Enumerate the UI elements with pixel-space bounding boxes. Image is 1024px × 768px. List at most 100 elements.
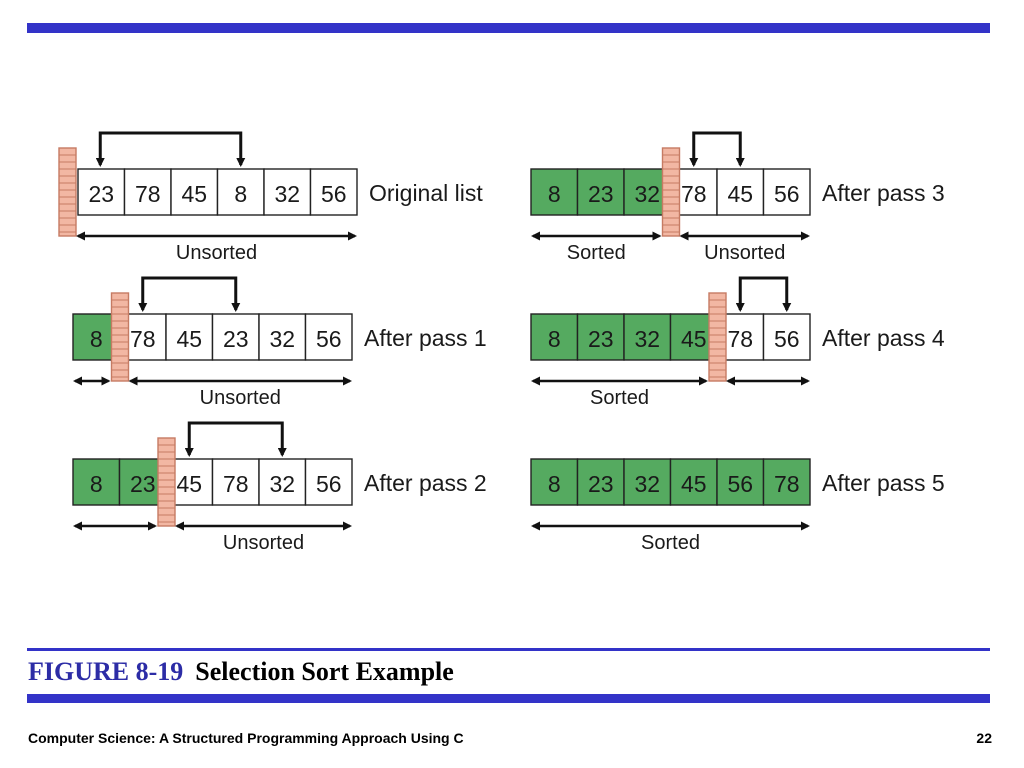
sorted-cell [576,168,625,216]
swap-arrow [735,276,792,312]
cell-value: 78 [681,181,707,207]
unsorted-cell [123,168,172,216]
cell-value: 23 [588,326,614,352]
sorted-cell [576,313,625,361]
cell-value: 45 [176,471,202,497]
pass-label: Original list [369,180,483,206]
cell-value: 32 [634,181,660,207]
cell-value: 45 [181,181,207,207]
swap-arrow [95,131,246,167]
wall-divider [110,292,130,382]
sorted-cell [762,458,811,506]
cell-value: 56 [774,181,800,207]
pass-row: 8 78 45 23 32 56 After pass 1 Unsorted [72,276,487,409]
cell-value: 32 [634,471,660,497]
caption-rule-bottom [27,694,990,703]
cell-value: 78 [727,326,753,352]
unsorted-range-label: Unsorted [223,532,304,554]
wall-divider [708,292,727,382]
unsorted-range-label: Unsorted [200,387,281,409]
unsorted-cell [263,168,312,216]
cell-value: 56 [727,471,753,497]
cell-value: 8 [234,181,247,207]
cell-value: 56 [321,181,347,207]
cell-value: 32 [269,471,295,497]
sorted-range-label: Sorted [567,242,626,264]
unsorted-cell [716,168,765,216]
cell-value: 78 [135,181,161,207]
swap-arrow [689,131,745,167]
pass-label: After pass 3 [822,180,945,206]
cell-value: 32 [274,181,300,207]
cell-value: 23 [223,326,249,352]
cell-value: 32 [269,326,295,352]
sorted-cell [530,458,579,506]
cell-value: 32 [634,326,660,352]
sorted-range-label: Sorted [641,532,700,554]
unsorted-cell [762,168,811,216]
cell-value: 23 [588,471,614,497]
pass-row: 8 23 45 78 32 56 After pass 2 Unsorted [72,421,487,554]
cell-value: 45 [681,326,707,352]
unsorted-cell [304,458,353,506]
top-rule [27,23,990,33]
unsorted-range-label: Unsorted [176,242,257,264]
wall-divider [157,437,176,527]
pass-row: 8 23 32 78 45 56 After pass 3 Sorted Unsorted [530,131,945,264]
caption-rule-top [27,648,990,651]
cell-value: 23 [588,181,614,207]
cell-value: 56 [316,326,342,352]
sorted-cell [530,313,579,361]
pass-label: After pass 4 [822,325,945,351]
cell-value: 8 [90,326,103,352]
wall-divider [58,147,77,237]
sorted-cell [72,458,121,506]
pass-row: 8 23 32 45 56 78 After pass 5 Sorted [530,458,945,554]
cell-value: 8 [548,181,561,207]
sorted-range-label: Sorted [590,387,649,409]
cell-value: 56 [774,326,800,352]
cell-value: 23 [88,181,114,207]
cell-value: 45 [176,326,202,352]
cell-value: 8 [548,326,561,352]
cell-value: 23 [130,471,156,497]
pass-label: After pass 1 [364,325,487,351]
unsorted-cell [309,168,358,216]
page-number: 22 [976,730,992,746]
unsorted-cell [77,168,126,216]
sorted-cell [530,168,579,216]
figure-number: FIGURE 8-19 [28,657,184,686]
unsorted-cell [216,168,265,216]
unsorted-range-label: Unsorted [704,242,785,264]
footer-course-title: Computer Science: A Structured Programmi… [28,730,464,746]
swap-arrow [184,421,287,457]
unsorted-cell [258,458,307,506]
cell-value: 8 [90,471,103,497]
swap-arrow [138,276,241,312]
unsorted-cell [165,313,214,361]
wall-divider [661,147,681,237]
unsorted-cell [304,313,353,361]
pass-label: After pass 2 [364,470,487,496]
cell-value: 78 [223,471,249,497]
figure-title: Selection Sort Example [195,657,454,686]
cell-value: 78 [130,326,156,352]
cell-value: 56 [316,471,342,497]
pass-row: 8 23 32 45 78 56 After pass 4 Sorted [530,276,945,409]
sorted-cell [669,458,718,506]
unsorted-cell [762,313,811,361]
sorted-cell [716,458,765,506]
sorted-cell [576,458,625,506]
cell-value: 78 [774,471,800,497]
unsorted-cell [211,458,260,506]
sorted-cell [623,458,672,506]
unsorted-cell [211,313,260,361]
cell-value: 8 [548,471,561,497]
sorted-cell [623,313,672,361]
pass-label: After pass 5 [822,470,945,496]
cell-value: 45 [727,181,753,207]
figure-caption: FIGURE 8-19 Selection Sort Example [28,657,454,687]
cell-value: 45 [681,471,707,497]
